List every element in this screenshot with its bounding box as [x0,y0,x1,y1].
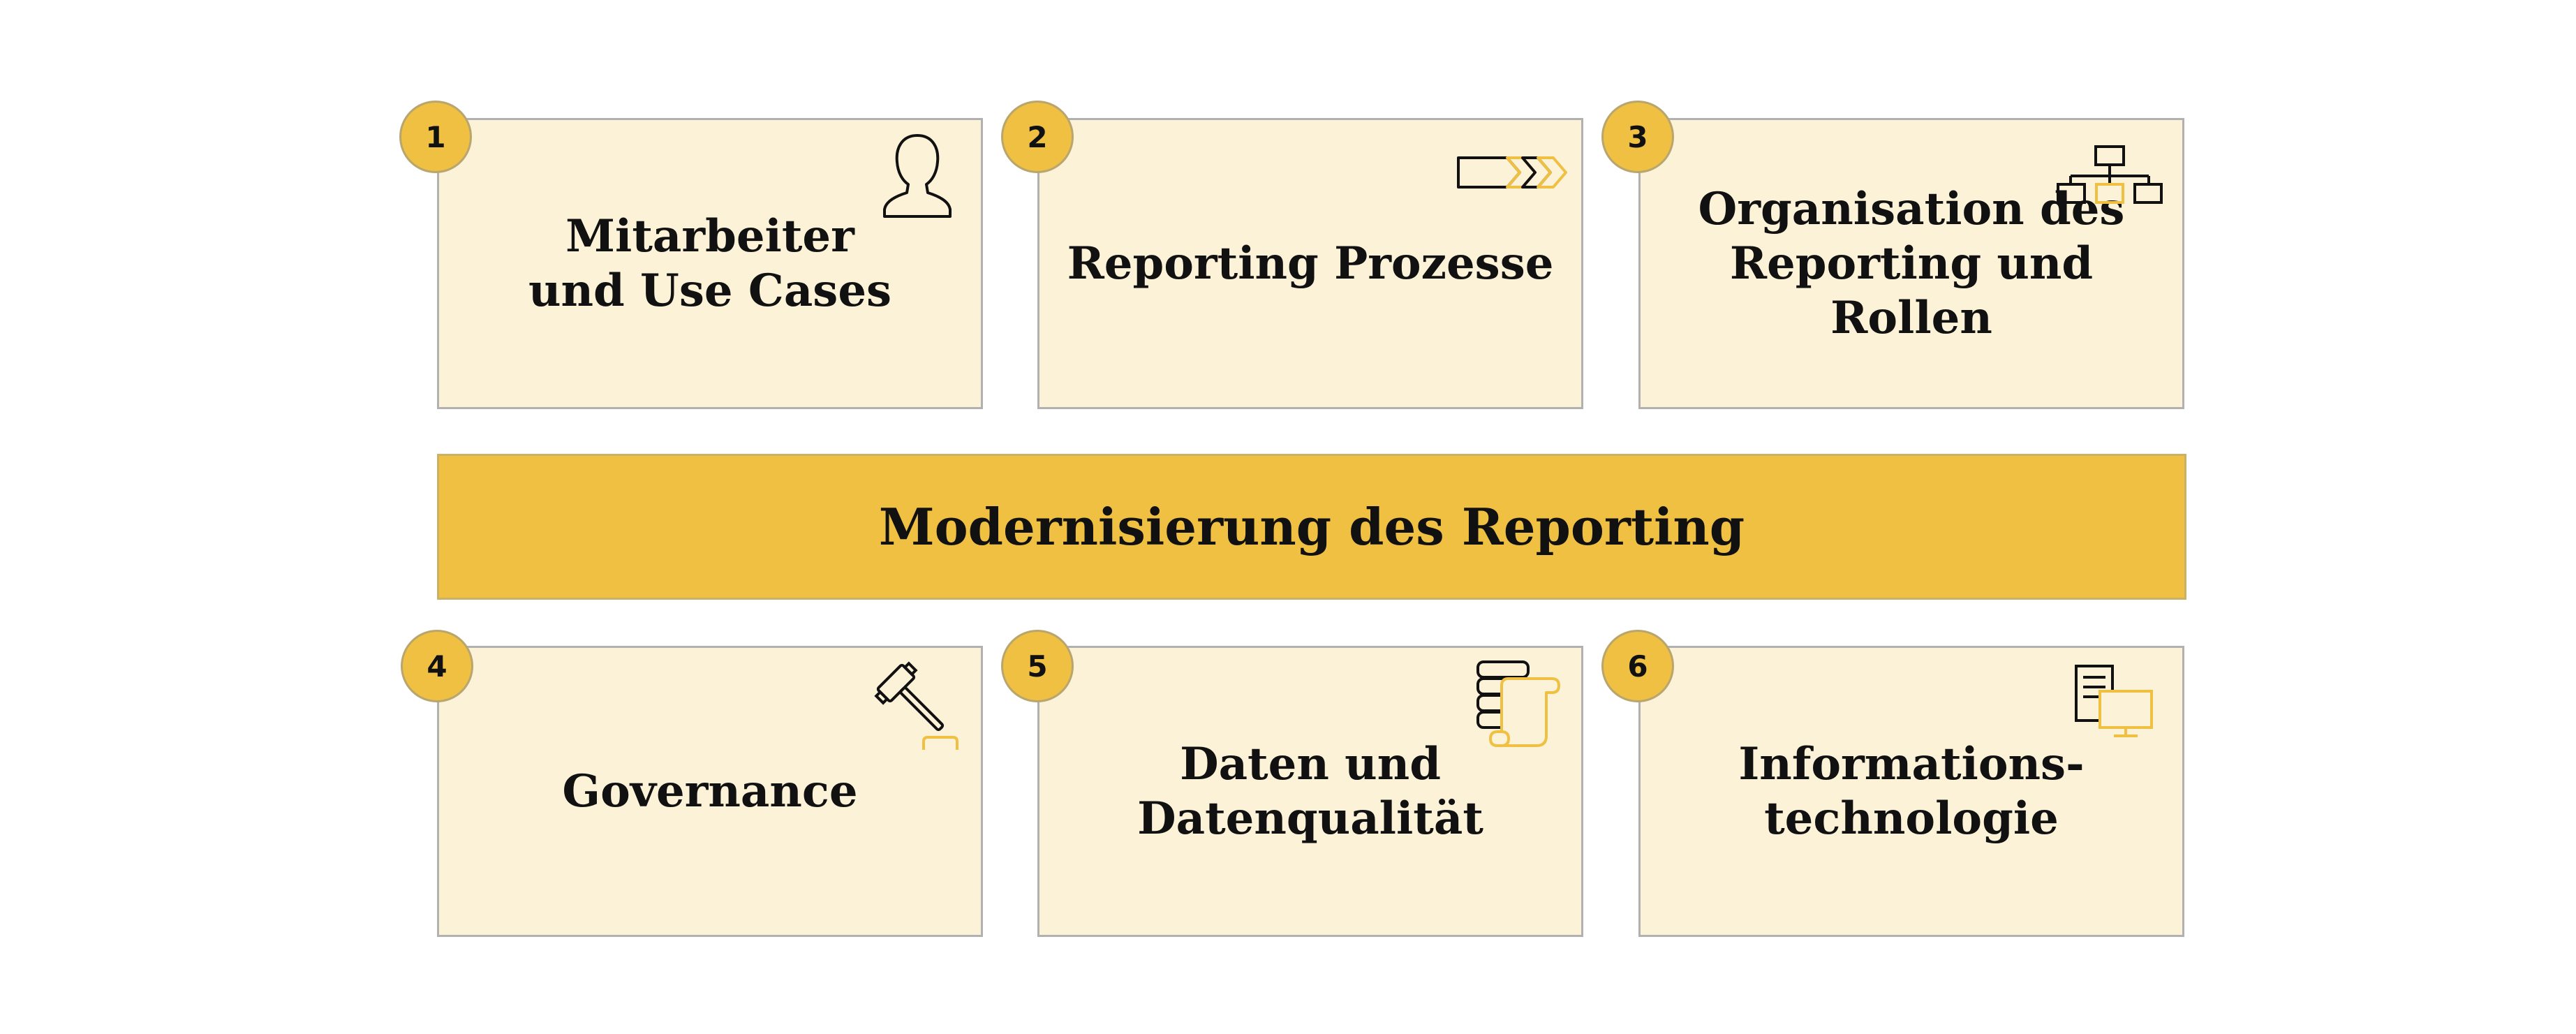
card-reporting-prozesse: Reporting Prozesse [1037,118,1583,409]
card-organisation: Organisation des Reporting und Rollen [1638,118,2184,409]
card-governance: Governance [437,646,983,937]
process-chevrons-icon [1457,156,1567,189]
step-number-badge: 1 [399,101,472,173]
step-number-badge: 6 [1601,630,1674,702]
person-icon [883,134,952,218]
card-title: Reporting Prozesse [1067,237,1554,290]
step-number-badge: 4 [401,630,473,702]
card-title: Governance [562,765,858,818]
step-number-badge: 3 [1601,101,1674,173]
step-number-badge: 5 [1001,630,1074,702]
card-title: Mitarbeiter und Use Cases [528,209,892,317]
org-chart-icon [2057,145,2163,204]
step-number-badge: 2 [1001,101,1074,173]
gavel-icon [874,661,958,750]
card-daten: Daten und Datenqualität [1037,646,1583,937]
main-banner: Modernisierung des Reporting [437,454,2186,600]
database-scroll-icon [1476,660,1560,747]
card-title: Informations- technologie [1738,737,2085,845]
card-informationstechnologie: Informations- technologie [1638,646,2184,937]
server-monitor-icon [2075,665,2153,737]
card-mitarbeiter: Mitarbeiter und Use Cases [437,118,983,409]
card-title: Daten und Datenqualität [1137,737,1483,845]
card-title: Organisation des Reporting und Rollen [1698,182,2125,344]
